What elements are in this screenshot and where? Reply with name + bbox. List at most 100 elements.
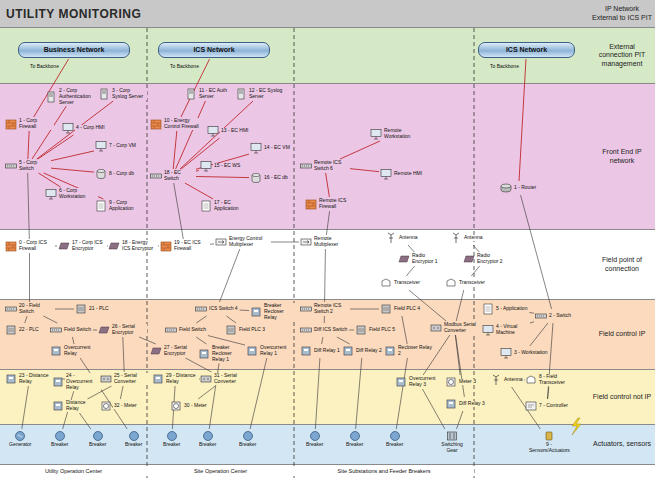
device-label: 27 - Serial Encryptor <box>163 345 195 357</box>
pc-device: 6 - Corp Workstation <box>45 188 98 200</box>
conv-icon <box>100 373 112 385</box>
sw-icon <box>5 303 17 315</box>
network-link <box>402 316 407 344</box>
network-link <box>38 135 74 159</box>
xcvr-device: Transceiver <box>380 277 421 289</box>
relay-device: 24 - Overcurrent Relay <box>52 373 101 390</box>
fw-icon <box>305 198 317 210</box>
sw-device: Field Switch <box>165 324 207 336</box>
device-label: 25 - Serial Converter <box>113 373 149 385</box>
device-label: 1 - Router <box>513 185 537 191</box>
router-device: 1 - Router <box>500 182 537 194</box>
enc-icon <box>98 324 110 336</box>
column-divider <box>147 28 474 478</box>
sens-icon <box>543 430 555 442</box>
brk-icon <box>54 430 66 442</box>
relay-icon <box>50 345 62 357</box>
column-divider <box>474 28 475 478</box>
device-label: Breaker <box>385 442 405 448</box>
pc-device: 14 - EC VM <box>250 142 291 154</box>
device-label: Remote HMI <box>393 171 423 177</box>
link-note: To Backbone <box>490 64 519 70</box>
device-label: Overcurrent Relay <box>63 345 101 357</box>
srv-device: 11 - EC Auth Server <box>185 88 232 100</box>
device-label: Distance Relay <box>65 400 97 412</box>
enc-icon <box>150 345 162 357</box>
network-link <box>196 176 249 177</box>
zone-label: IP Network External to ICS PIT <box>592 5 652 22</box>
network-link <box>530 323 548 346</box>
device-label: 17 - Corp ICS Encryptor <box>71 240 107 252</box>
device-label: 29 - Distance Relay <box>165 373 199 385</box>
sens-device: 9 - Sensors/Actuators <box>528 430 570 454</box>
network-link <box>326 173 330 197</box>
device-label: 16 - EC db <box>263 175 289 181</box>
device-label: Recloser Relay 2 <box>397 345 433 357</box>
network-link <box>51 168 94 172</box>
sw-device: Field Switch <box>50 324 92 336</box>
network-link <box>196 170 199 172</box>
device-label: 18 - EC Switch <box>163 170 195 182</box>
brk-icon <box>349 430 361 442</box>
network-link <box>337 337 350 344</box>
plc-icon <box>75 303 87 315</box>
ctrl-device: 7 - Controller <box>525 400 569 412</box>
relay-device: Diff Relay 1 <box>300 345 341 357</box>
relay-device: 29 - Distance Relay <box>152 373 199 385</box>
device-label: Meter 3 <box>458 379 477 385</box>
network-link <box>473 245 479 252</box>
enc-device: 18 - Energy ICS Encryptor <box>108 240 157 252</box>
relay-icon <box>52 376 64 388</box>
pc-icon <box>250 142 262 154</box>
plc-device: Field PLC 4 <box>380 303 421 315</box>
plc-device: Field PLC 3 <box>225 324 266 336</box>
srv-icon <box>45 91 57 103</box>
device-label: Remote ICS Firewall <box>318 198 356 210</box>
relay-icon <box>246 345 258 357</box>
network-link <box>524 380 526 381</box>
pc-icon <box>62 122 74 134</box>
app-icon <box>482 303 494 315</box>
fw-icon <box>5 240 17 252</box>
pc-device: 15 - EC WS <box>200 160 241 172</box>
device-label: 19 - EC ICS Firewall <box>173 240 209 252</box>
network-link <box>139 337 156 344</box>
network-link <box>43 316 57 323</box>
sw-icon <box>535 310 547 322</box>
network-link <box>196 337 206 344</box>
sw-device: Remote ICS Switch 6 <box>300 160 349 172</box>
network-link <box>471 266 479 276</box>
device-label: Diff ICS Switch <box>313 327 348 333</box>
db-device: 16 - EC db <box>250 172 289 184</box>
relay-icon <box>250 306 262 318</box>
network-link <box>324 316 325 323</box>
db-device: 8 - Corp db <box>95 168 135 180</box>
brk-icon <box>128 430 140 442</box>
device-label: 22 - PLC <box>18 327 40 333</box>
column-divider <box>147 28 148 478</box>
relay-icon <box>198 348 210 360</box>
plc-device: 22 - PLC <box>5 324 40 336</box>
sw-device: ICS Switch 4 <box>195 303 239 315</box>
zone-band: Field control not IP23 - Distance Relay2… <box>0 370 655 425</box>
device-label: Remote ICS Switch 2 <box>313 303 349 315</box>
app-icon <box>200 200 212 212</box>
device-label: 8 - Corp db <box>108 171 135 177</box>
network-link <box>87 386 111 399</box>
device-label: Overcurrent Relay 1 <box>259 345 291 357</box>
sw-device: Diff ICS Switch <box>300 324 348 336</box>
sw-device: Remote ICS Switch 2 <box>300 303 349 315</box>
pc-device: 3 - Workstation <box>500 347 549 359</box>
network-link <box>196 154 249 169</box>
fw-icon <box>160 240 172 252</box>
conv-device: Modbus Serial Converter <box>430 322 479 334</box>
network-link <box>72 337 74 344</box>
device-label: ICS Network <box>505 46 548 54</box>
pc-icon <box>45 188 57 200</box>
router-icon <box>500 182 512 194</box>
ant-icon <box>490 374 502 386</box>
network-link <box>80 358 127 429</box>
device-label: 8 - Field Transceiver <box>538 374 574 386</box>
meter-icon <box>170 400 182 412</box>
ant-device: Antenna <box>490 374 524 386</box>
